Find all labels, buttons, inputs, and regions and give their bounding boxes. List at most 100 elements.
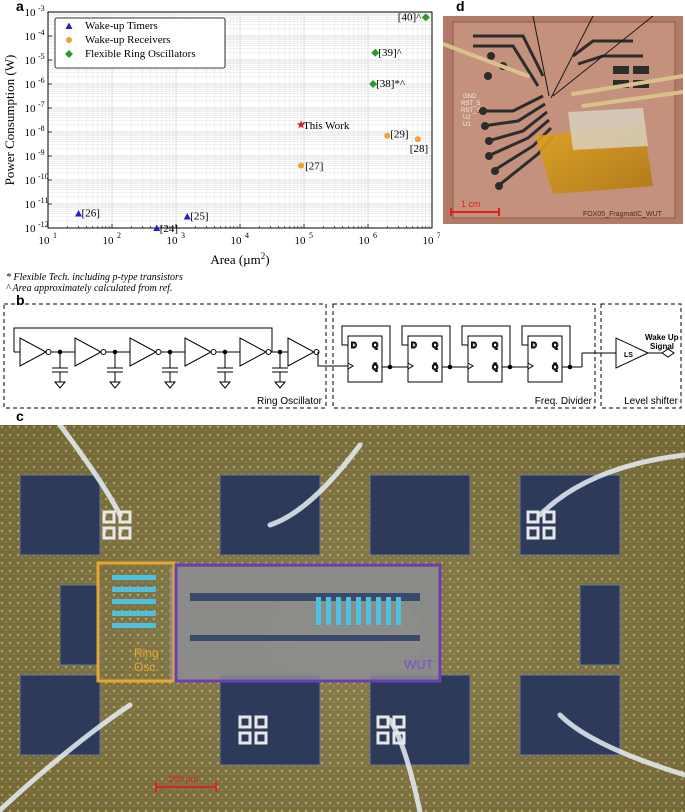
ring-oscillator-box bbox=[3, 303, 327, 409]
pad-label-u1: U1 bbox=[463, 122, 471, 128]
data-point-label: [40]^ bbox=[398, 11, 422, 23]
inverter-bubble bbox=[265, 349, 272, 355]
x-tick-label: 10 bbox=[39, 235, 51, 247]
x-tick-exponent: 3 bbox=[181, 231, 185, 240]
level-shifter-ls-text: LS bbox=[624, 352, 633, 359]
wut-highlight-box bbox=[174, 563, 442, 683]
x-tick-exponent: 1 bbox=[53, 231, 57, 240]
inverter-bubble bbox=[45, 349, 52, 355]
y-tick-exponent: -7 bbox=[38, 100, 45, 109]
x-tick-label: 10 bbox=[359, 235, 371, 247]
data-point-triangle bbox=[153, 224, 161, 231]
flip-flop-qbar-label: Q̄ bbox=[432, 363, 438, 372]
y-tick-label: 10 bbox=[25, 151, 37, 163]
wake-up-label-line2: Signal bbox=[650, 342, 674, 351]
data-point-circle bbox=[66, 37, 72, 43]
x-tick-exponent: 4 bbox=[245, 231, 249, 240]
data-point-label: [27] bbox=[305, 161, 323, 173]
data-point-label: [28] bbox=[410, 143, 428, 155]
pcb-scale-label: 1 cm bbox=[461, 199, 481, 209]
panel-label-b: b bbox=[16, 292, 25, 308]
freq-divider-box bbox=[332, 303, 596, 409]
data-point-label: [25] bbox=[190, 211, 208, 223]
y-tick-label: 10 bbox=[25, 175, 37, 187]
chip-micrograph: Ring Osc. WUT 100 µm bbox=[0, 425, 685, 812]
chip-illustration: Ring Osc. WUT 100 µm bbox=[0, 425, 685, 812]
panel-label-c: c bbox=[16, 408, 24, 424]
flip-flop-q-label: Q bbox=[492, 341, 498, 350]
inverter-symbol bbox=[19, 337, 48, 367]
flip-flop-q-label: Q bbox=[372, 341, 378, 350]
flip-flop-clock bbox=[407, 362, 414, 370]
y-tick-exponent: -6 bbox=[38, 76, 45, 85]
data-point-diamond bbox=[371, 48, 380, 57]
wut-label: WUT bbox=[404, 657, 434, 672]
y-tick-label: 10 bbox=[25, 7, 37, 19]
y-tick-exponent: -12 bbox=[38, 220, 49, 229]
y-tick-label: 10 bbox=[25, 103, 37, 115]
x-tick-exponent: 6 bbox=[373, 231, 377, 240]
panel-label-d: d bbox=[456, 0, 465, 14]
freq-divider-label: Freq. Divider bbox=[535, 396, 593, 407]
flip-flop-box bbox=[407, 335, 443, 383]
inverter-symbol bbox=[287, 337, 316, 367]
ground-symbol bbox=[273, 381, 287, 389]
ring-osc-label-line1: Ring bbox=[134, 646, 159, 660]
y-tick-label: 10 bbox=[25, 199, 37, 211]
x-tick-exponent: 7 bbox=[437, 231, 440, 240]
pcb-board-text: FOX05_FragmatIC_WUT bbox=[583, 211, 663, 218]
data-point-star bbox=[296, 120, 306, 129]
ring-osc-label-line2: Osc. bbox=[134, 660, 159, 674]
inverter-bubble bbox=[100, 349, 107, 355]
panel-label-a: a bbox=[16, 0, 24, 14]
level-shifter-box bbox=[600, 303, 682, 409]
y-tick-label: 10 bbox=[25, 55, 37, 67]
data-point-label: [29] bbox=[390, 129, 408, 141]
footnotes: * Flexible Tech. including p-type transi… bbox=[6, 272, 183, 294]
flip-flop-box bbox=[527, 335, 563, 383]
flip-flop-qbar-label: Q̄ bbox=[492, 363, 498, 372]
y-tick-label: 10 bbox=[25, 31, 37, 43]
flip-flop-feedback-wire bbox=[401, 325, 451, 368]
data-point-triangle bbox=[183, 213, 191, 220]
flip-flop-q-label: Q bbox=[552, 341, 558, 350]
pcb-photo: GND RST_S RST_Y U2 U1 FOX05_FragmatIC_WU… bbox=[443, 16, 683, 224]
inverter-symbol bbox=[74, 337, 103, 367]
flip-flop-clock bbox=[527, 362, 534, 370]
data-point-label: [26] bbox=[82, 208, 100, 220]
data-point-label: This Work bbox=[303, 120, 350, 132]
pad-label-u2: U2 bbox=[463, 115, 471, 121]
data-point-circle bbox=[298, 162, 305, 169]
data-point-diamond bbox=[369, 80, 378, 88]
chip-scale-label: 100 µm bbox=[168, 774, 198, 784]
y-tick-exponent: -10 bbox=[38, 172, 49, 181]
x-tick-exponent: 2 bbox=[117, 231, 121, 240]
x-axis-label: Area (µm2) bbox=[210, 251, 269, 267]
y-tick-label: 10 bbox=[25, 79, 37, 91]
pad-label-rst-s: RST_S bbox=[461, 101, 480, 107]
inverter-symbol bbox=[184, 337, 213, 367]
x-tick-label: 10 bbox=[295, 235, 307, 247]
footnote-area: ^ Area approximately calculated from ref… bbox=[6, 283, 173, 294]
flip-flop-box bbox=[467, 335, 503, 383]
flip-flop-qbar-label: Q̄ bbox=[552, 363, 558, 372]
flip-flop-clock bbox=[467, 362, 474, 370]
flip-flop-feedback-wire bbox=[461, 325, 511, 368]
flip-flop-d-label: D bbox=[411, 341, 417, 350]
level-shifter-label: Level shifter bbox=[624, 396, 679, 407]
pad-label-rst-y: RST_Y bbox=[461, 108, 480, 114]
flip-flop-qbar-label: Q̄ bbox=[372, 363, 378, 372]
legend-box bbox=[54, 17, 226, 69]
x-tick-label: 10 bbox=[103, 235, 115, 247]
y-tick-exponent: -3 bbox=[38, 4, 45, 13]
data-point-circle bbox=[414, 136, 421, 143]
ring-oscillator-label: Ring Oscillator bbox=[257, 396, 323, 407]
y-tick-exponent: -5 bbox=[38, 52, 45, 61]
data-point-triangle bbox=[65, 22, 73, 29]
ground-symbol bbox=[163, 381, 177, 389]
chart-marks: [26][24][25][27][29][28][38]*^[39]^[40]^… bbox=[75, 11, 430, 235]
y-tick-exponent: -9 bbox=[38, 148, 45, 157]
flip-flop-clock bbox=[347, 362, 354, 370]
